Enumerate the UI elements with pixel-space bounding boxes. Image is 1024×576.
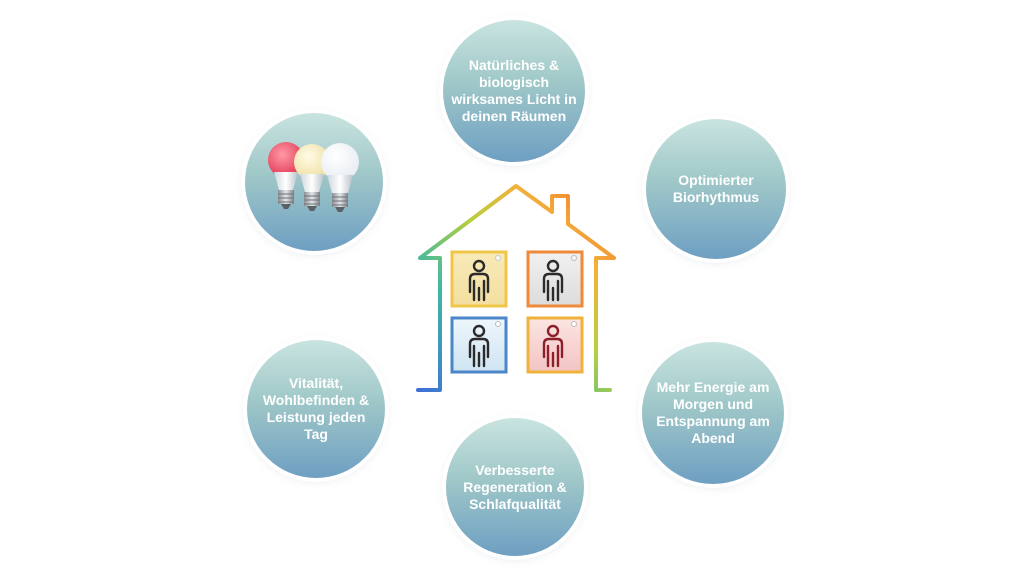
regeneration-text: Verbesserte Regeneration & Schlafqualitä… — [463, 461, 567, 512]
biorhythm-text: Optimierter Biorhythmus — [672, 172, 760, 205]
bulb-red — [268, 142, 304, 209]
energy-bubble: Mehr Energie am Morgen und Entspannung a… — [642, 342, 784, 484]
room-top-right — [526, 250, 584, 308]
person-icon — [468, 324, 490, 368]
bulb-white — [321, 143, 359, 212]
room-bottom-right — [526, 316, 584, 374]
person-icon — [468, 259, 490, 302]
smart-bulbs-icon — [268, 142, 359, 212]
natural-light-text: Natürliches & biologisch wirksames Licht… — [451, 57, 577, 124]
room-bottom-left — [450, 316, 508, 374]
vitality-bubble: Vitalität, Wohlbefinden & Leistung jeden… — [247, 340, 385, 478]
bulb-warm — [294, 144, 330, 211]
regeneration-bubble: Verbesserte Regeneration & Schlafqualitä… — [446, 418, 584, 556]
person-icon — [542, 324, 564, 368]
house-icon — [416, 184, 616, 392]
room-top-left — [450, 250, 508, 308]
person-icon — [542, 259, 564, 302]
natural-light-bubble: Natürliches & biologisch wirksames Licht… — [443, 20, 585, 162]
vitality-text: Vitalität, Wohlbefinden & Leistung jeden… — [262, 375, 370, 442]
energy-text: Mehr Energie am Morgen und Entspannung a… — [656, 379, 770, 446]
biorhythm-bubble: Optimierter Biorhythmus — [646, 119, 786, 259]
